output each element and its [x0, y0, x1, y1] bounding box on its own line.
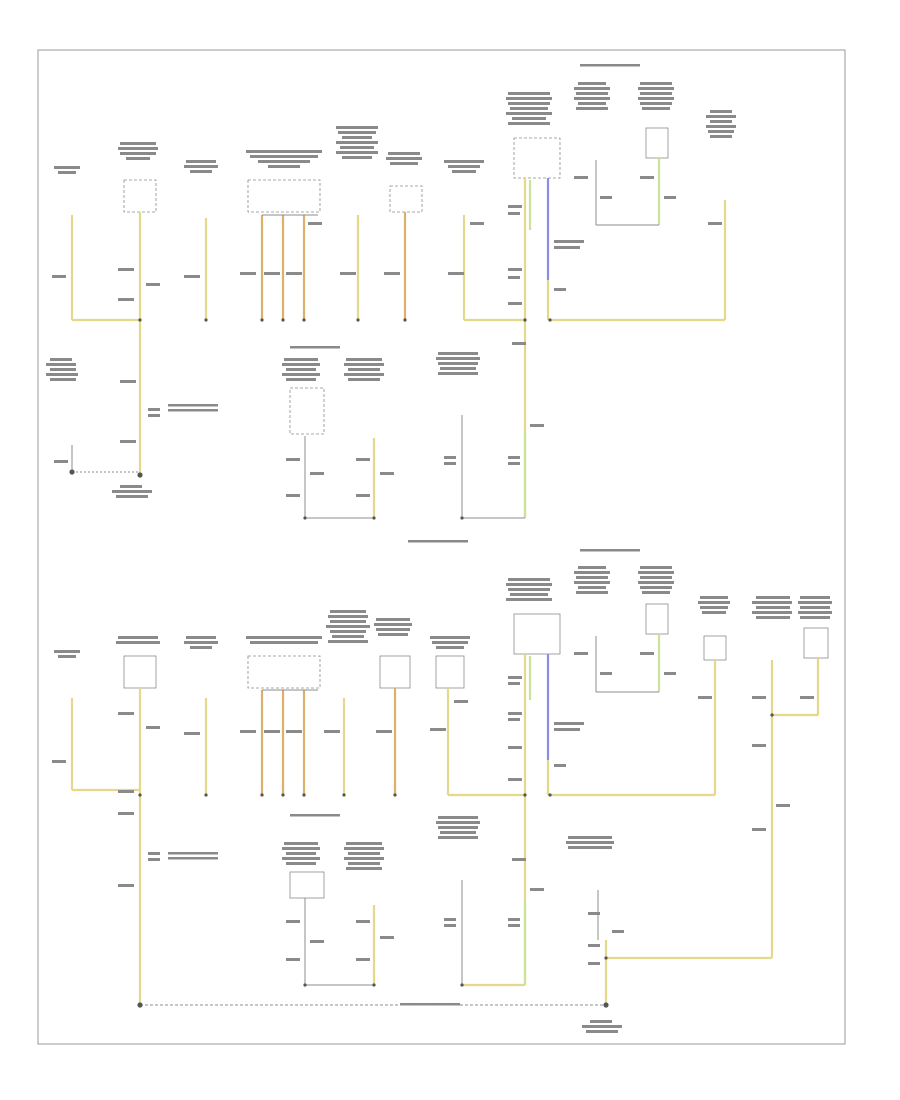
bottom-wire-codes: [52, 652, 814, 965]
top-dashed-box-4: [513, 137, 561, 179]
bottom-box-9: [289, 871, 325, 899]
bottom-box-8: [803, 627, 829, 659]
top-dashed-box-5: [289, 387, 325, 435]
bottom-left-ground-point: [137, 1002, 143, 1008]
top-component-labels: [46, 64, 736, 543]
top-wire-codes: [52, 176, 722, 497]
top-dashed-box-3: [389, 185, 423, 213]
bottom-relay-box: [645, 603, 669, 635]
bottom-box-5: [513, 613, 561, 655]
bottom-box-1: [123, 655, 157, 689]
top-relay-box: [645, 127, 669, 159]
top-ground-point: [137, 472, 143, 478]
bottom-section: [52, 549, 832, 1033]
bottom-component-labels: [54, 549, 832, 1033]
bottom-box-3: [379, 655, 411, 689]
top-dashed-box-2: [247, 179, 321, 213]
bottom-right-ground-point: [603, 1002, 609, 1008]
bottom-box-7: [703, 635, 727, 661]
bottom-box-4: [435, 655, 465, 689]
diagram-frame: [37, 49, 846, 1045]
bottom-dashed-box-2: [247, 655, 321, 689]
top-section: [46, 64, 736, 543]
top-dashed-box-1: [123, 179, 157, 213]
top-left-ground-point: [69, 469, 75, 475]
